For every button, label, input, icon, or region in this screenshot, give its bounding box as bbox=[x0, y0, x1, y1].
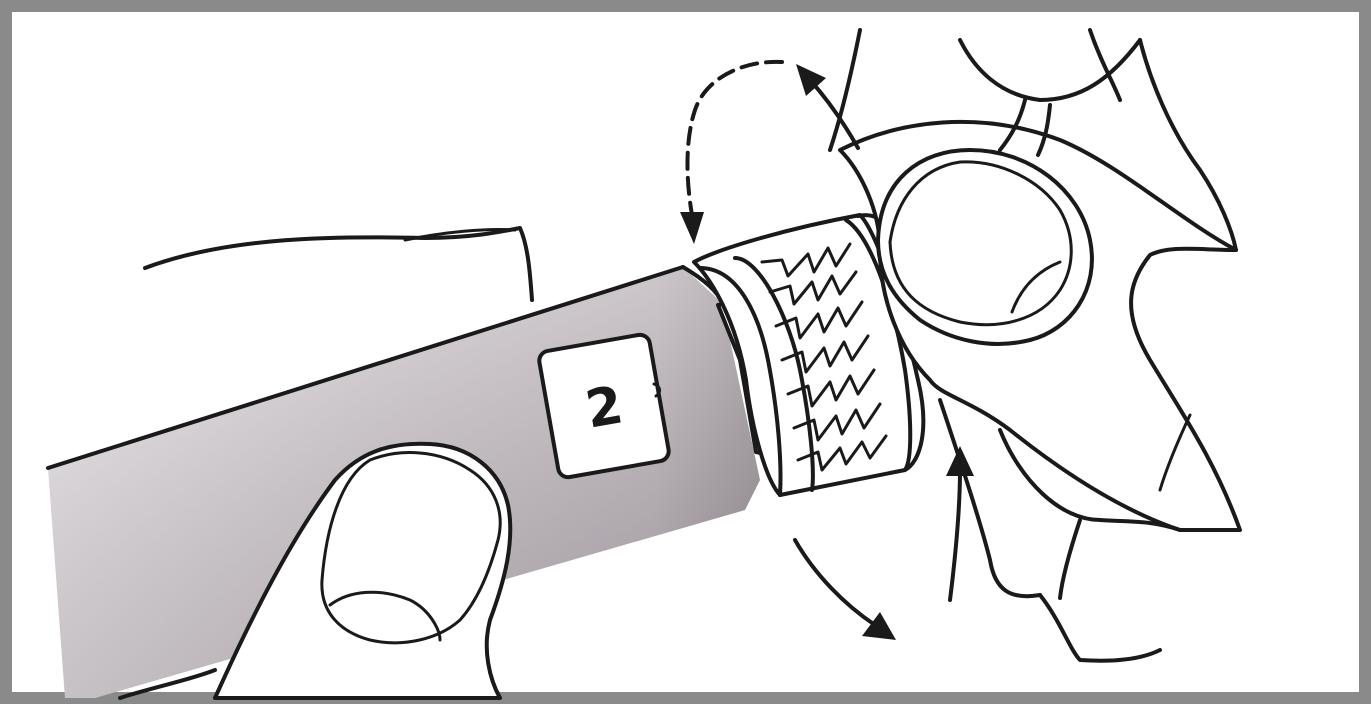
dose-window: 2 bbox=[538, 333, 671, 479]
